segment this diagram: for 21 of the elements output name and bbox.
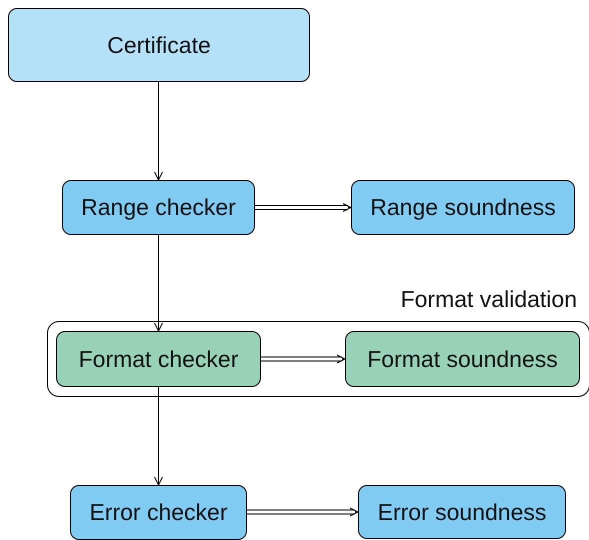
arrow	[154, 82, 163, 180]
node-label: Range soundness	[370, 194, 556, 221]
process-box	[62, 180, 255, 235]
process-box	[345, 331, 580, 387]
process-box	[56, 331, 261, 387]
arrow	[260, 354, 346, 364]
arrow	[246, 508, 358, 516]
node-label: Range checker	[81, 194, 236, 221]
node-label: Error soundness	[378, 498, 546, 526]
arrow	[154, 234, 163, 332]
node-label: Format soundness	[367, 346, 558, 372]
node-label: Format checker	[78, 346, 238, 372]
group-heading: Format validation	[400, 286, 577, 313]
node-label: Error checker	[89, 499, 228, 526]
process-box	[8, 8, 310, 82]
arrow	[154, 386, 163, 486]
process-box	[70, 485, 247, 540]
arrow	[254, 203, 352, 212]
node-label: Certificate	[107, 32, 211, 58]
process-box	[358, 485, 566, 539]
process-box	[351, 180, 575, 235]
